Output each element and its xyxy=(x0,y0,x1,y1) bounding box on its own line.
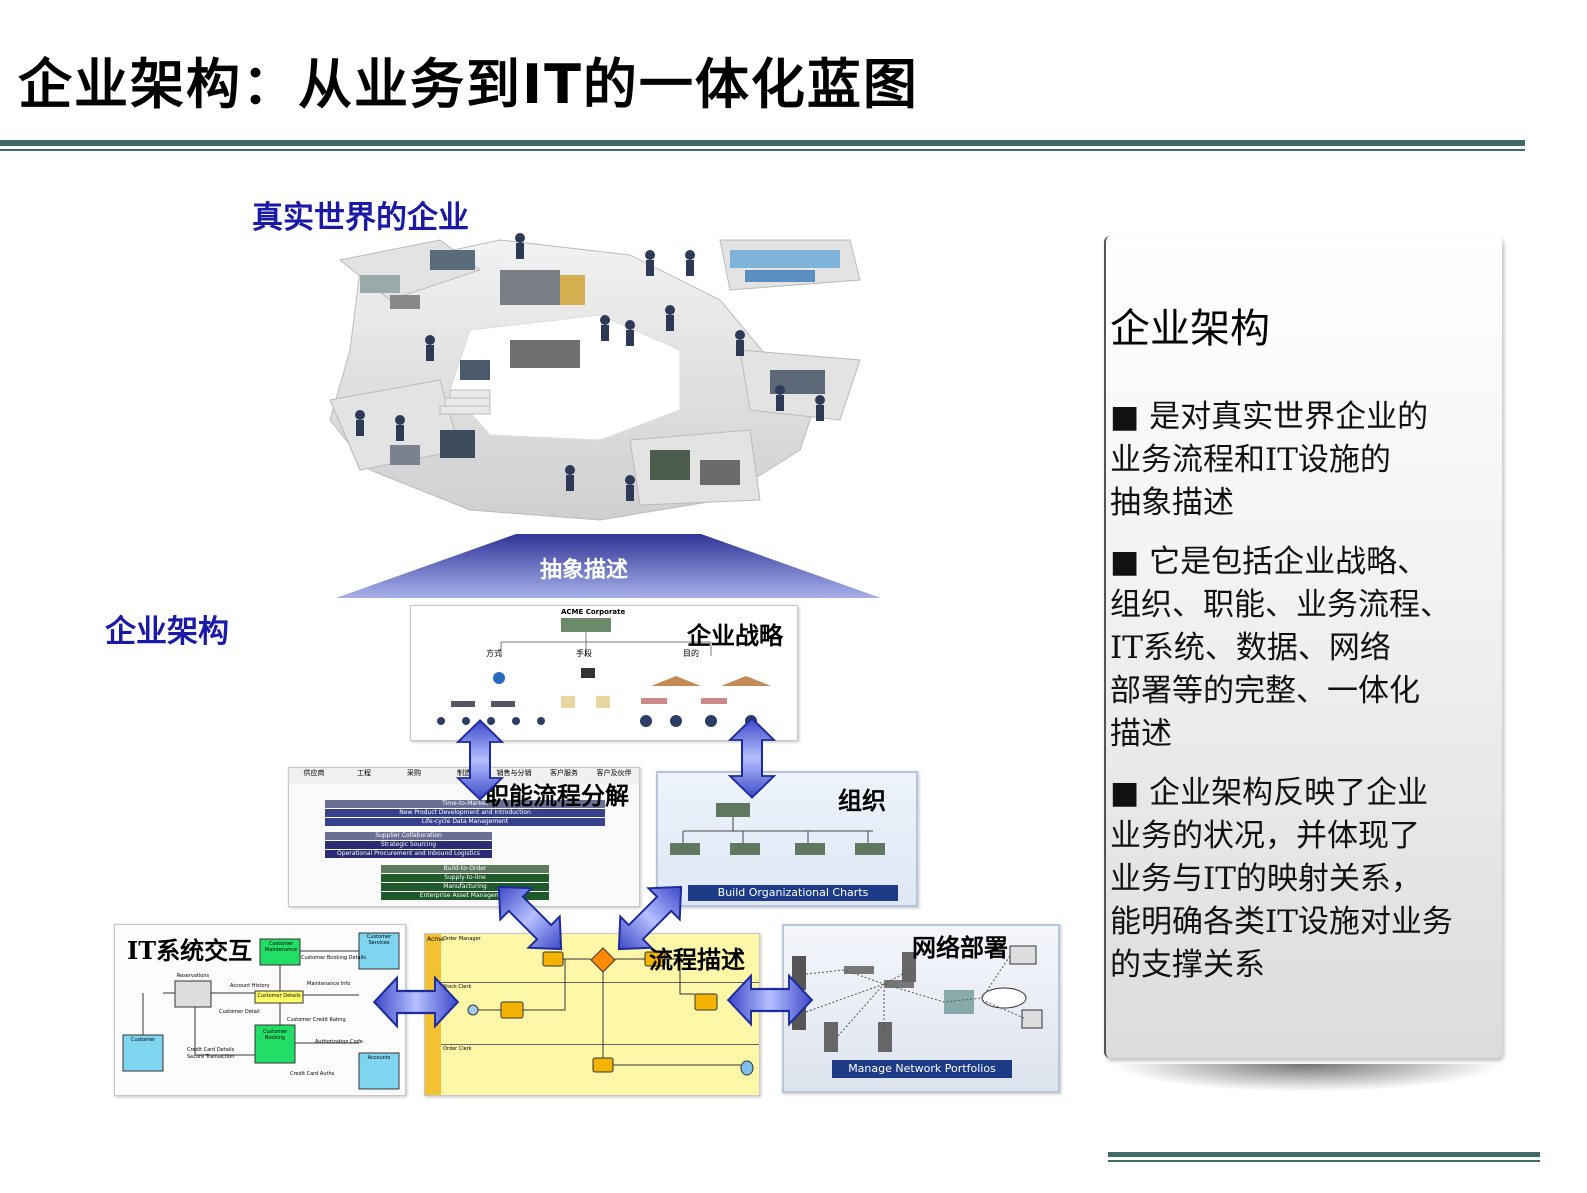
network-diagram xyxy=(792,945,1043,1052)
summary-line: 抽象描述 xyxy=(1110,485,1234,521)
strategy-branch-ends: 目的 xyxy=(683,649,699,658)
process-panel: Acme Order Manager Stock Clerk Order Cle… xyxy=(424,933,760,1096)
strategy-panel: ACME Corporate 方式 手段 目的 企业战略 xyxy=(410,605,798,741)
function-bar: Operational Procurement and Inbound Logi… xyxy=(325,850,492,858)
it-node: Customer Booking xyxy=(262,1029,288,1041)
strategy-branch-means: 手段 xyxy=(576,649,592,658)
function-bar: Enterprise Asset Management xyxy=(381,892,549,900)
it-systems-label: IT系统交互 xyxy=(127,936,253,965)
function-bar: Life-cycle Data Management xyxy=(325,818,605,826)
footer-divider-thin xyxy=(1108,1160,1540,1162)
it-flow: Credit Card Details xyxy=(187,1047,235,1053)
abstraction-arrow xyxy=(336,534,881,598)
function-bar: Supply-to-line xyxy=(381,874,549,882)
page-title: 企业架构：从业务到IT的一体化蓝图 xyxy=(18,53,919,116)
summary-line: IT系统、数据、网络 xyxy=(1110,630,1391,666)
functions-column: 客户服务 xyxy=(550,769,578,777)
function-bar: New Product Development and Introduction xyxy=(325,809,605,817)
function-bar: Supplier Collaboration xyxy=(325,832,492,840)
strategy-root: ACME Corporate xyxy=(561,608,626,616)
it-node: Customer Services xyxy=(366,934,392,946)
it-flow: Customer Credit Rating xyxy=(287,1017,346,1023)
functions-column: 客户及伙伴 xyxy=(596,769,632,777)
it-systems-panel: Customer Maintenance Customer Services C… xyxy=(114,924,406,1096)
function-bar: Time-to-Market xyxy=(325,800,605,808)
abstraction-label: 抽象描述 xyxy=(540,557,629,583)
it-node: Reservations xyxy=(176,973,210,979)
functions-column: 销售与分销 xyxy=(496,769,532,777)
functions-column: 供应商 xyxy=(303,769,325,777)
organization-caption: Build Organizational Charts xyxy=(688,885,898,901)
strategy-label: 企业战略 xyxy=(687,621,783,650)
it-node: Customer Maintenance xyxy=(264,941,298,953)
summary-line: ■ 是对真实世界企业的 xyxy=(1110,399,1429,435)
network-caption: Manage Network Portfolios xyxy=(832,1060,1012,1078)
strategy-branch-ways: 方式 xyxy=(486,649,502,658)
summary-line: 描述 xyxy=(1110,716,1172,752)
title-divider xyxy=(0,140,1525,146)
summary-line: 能明确各类IT设施对业务 xyxy=(1110,904,1453,940)
summary-line: 部署等的完整、一体化 xyxy=(1110,673,1420,709)
real-world-label: 真实世界的企业 xyxy=(252,200,469,236)
functions-column: 制造 xyxy=(457,769,471,777)
org-chart xyxy=(670,803,885,855)
process-pool-label: Acme xyxy=(427,936,444,943)
organization-label: 组织 xyxy=(838,786,886,815)
functions-panel: 供应商 工程 采购 制造 销售与分销 客户服务 客户及伙伴 Time-to-Ma… xyxy=(288,767,640,907)
process-label: 流程描述 xyxy=(649,945,745,974)
network-label: 网络部署 xyxy=(912,933,1008,962)
it-flow: Credit Card Auths xyxy=(290,1071,335,1077)
it-flow: Customer Detail xyxy=(219,1009,260,1015)
summary-bullet: ■ 它是包括企业战略、 组织、职能、业务流程、 IT系统、数据、网络 部署等的完… xyxy=(1110,541,1502,756)
lane-divider xyxy=(441,982,759,983)
summary-bullet: ■ 企业架构反映了企业 业务的状况，并体现了 业务与IT的映射关系， 能明确各类… xyxy=(1110,772,1502,987)
process-lane: Order Clerk xyxy=(443,1046,472,1052)
it-systems-diagram xyxy=(122,932,400,1090)
functions-label: 职能流程分解 xyxy=(485,781,629,810)
it-flow: Account History xyxy=(230,983,270,989)
functions-column: 工程 xyxy=(357,769,371,777)
it-node: Customer xyxy=(130,1037,156,1043)
function-bar: Manufacturing xyxy=(381,883,549,891)
it-flow: Maintenance Info xyxy=(307,981,351,987)
summary-title: 企业架构 xyxy=(1110,306,1270,352)
summary-bullet: ■ 是对真实世界企业的 业务流程和IT设施的 抽象描述 xyxy=(1110,396,1502,525)
process-lane: Order Manager xyxy=(443,936,481,942)
function-bar: Build-to-Order xyxy=(381,865,549,873)
it-flow: Customer Booking Details xyxy=(301,955,366,961)
functions-column: 采购 xyxy=(407,769,421,777)
summary-line: ■ 企业架构反映了企业 xyxy=(1110,775,1429,811)
it-node: Customer Details xyxy=(257,993,301,999)
organization-panel: Build Organizational Charts 组织 xyxy=(656,771,918,907)
title-divider-thin xyxy=(0,149,1525,151)
summary-panel-shadow xyxy=(1112,1064,1502,1092)
footer-divider xyxy=(1108,1152,1540,1157)
office-illustration xyxy=(329,233,861,521)
network-panel: Manage Network Portfolios 网络部署 xyxy=(782,924,1060,1093)
it-node: Accounts xyxy=(367,1055,391,1061)
summary-line: 的支撑关系 xyxy=(1110,947,1265,983)
summary-line: 业务的状况，并体现了 xyxy=(1110,818,1420,854)
it-flow: Authorization Code xyxy=(315,1039,363,1045)
summary-line: 业务与IT的映射关系， xyxy=(1110,861,1422,897)
function-bar: Strategic Sourcing xyxy=(325,841,492,849)
lane-divider xyxy=(441,1044,759,1045)
summary-line: 业务流程和IT设施的 xyxy=(1110,442,1391,478)
enterprise-architecture-label: 企业架构 xyxy=(105,614,229,650)
summary-panel xyxy=(1104,236,1502,1058)
it-flow: Secure Transaction xyxy=(187,1054,235,1060)
summary-line: 组织、职能、业务流程、 xyxy=(1110,587,1451,623)
summary-line: ■ 它是包括企业战略、 xyxy=(1110,544,1429,580)
